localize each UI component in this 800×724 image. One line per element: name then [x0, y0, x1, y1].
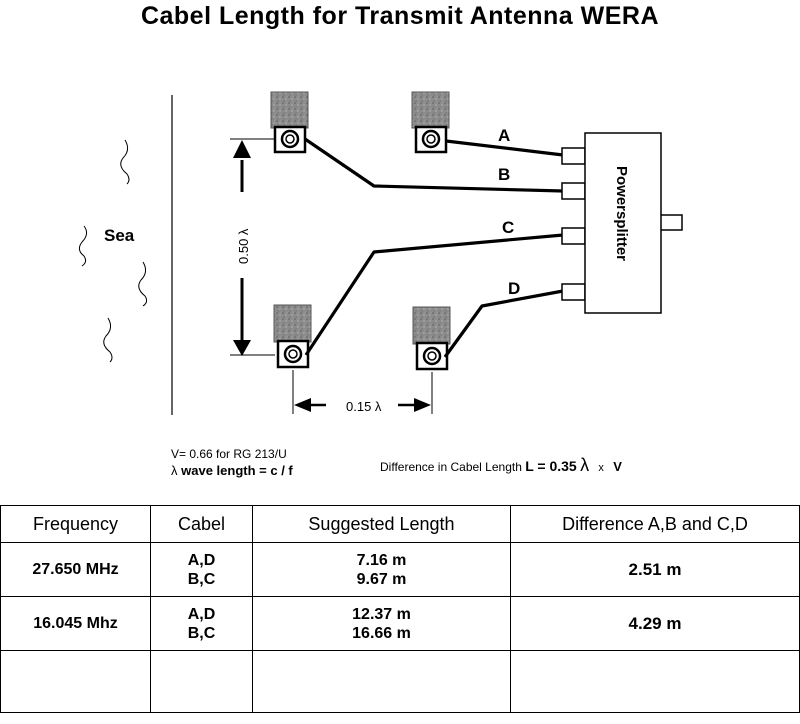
table-row-empty [0, 650, 800, 713]
table-header-row: Frequency Cabel Suggested Length Differe… [0, 505, 800, 543]
antenna-bottom-right [412, 306, 451, 371]
sea-label: Sea [104, 226, 135, 245]
cable-d [443, 289, 564, 358]
difference-note: Difference in Cabel Length L = 0.35 λ x … [380, 455, 622, 475]
lambda-symbol: λ [171, 463, 178, 478]
header-frequency: Frequency [0, 505, 151, 543]
cable-label-a: A [498, 126, 510, 145]
difference-cell: 4.29 m [510, 596, 800, 651]
cable-length-table: Frequency Cabel Suggested Length Differe… [0, 505, 800, 713]
sea-waves [78, 139, 148, 363]
cable-a [445, 139, 564, 157]
powersplitter: Powersplitter [561, 132, 683, 314]
header-suggested-length: Suggested Length [252, 505, 511, 543]
powersplitter-label: Powersplitter [613, 166, 630, 261]
header-cabel: Cabel [150, 505, 253, 543]
vertical-spacing-label: 0.50 λ [236, 228, 251, 264]
cable-label-d: D [508, 279, 520, 298]
frequency-cell: 16.045 Mhz [0, 596, 151, 651]
antenna-top-left [270, 91, 309, 154]
difference-cell: 2.51 m [510, 542, 800, 597]
velocity-note: V= 0.66 for RG 213/U [171, 447, 287, 461]
cable-label-b: B [498, 165, 510, 184]
wavelength-note: λ wave length = c / f [171, 463, 293, 478]
antenna-top-right [411, 91, 450, 154]
antenna-diagram: Sea A B C D [78, 91, 683, 415]
cable-b [304, 137, 564, 193]
horizontal-spacing-arrow [292, 370, 433, 414]
horizontal-spacing-label: 0.15 λ [346, 399, 382, 414]
cable-c [304, 233, 564, 356]
header-difference: Difference A,B and C,D [510, 505, 800, 543]
vertical-spacing-arrow [230, 138, 275, 356]
cable-label-c: C [502, 218, 514, 237]
antenna-bottom-left [273, 304, 312, 369]
page-title: Cabel Length for Transmit Antenna WERA [140, 2, 660, 30]
frequency-cell: 27.650 MHz [0, 542, 151, 597]
